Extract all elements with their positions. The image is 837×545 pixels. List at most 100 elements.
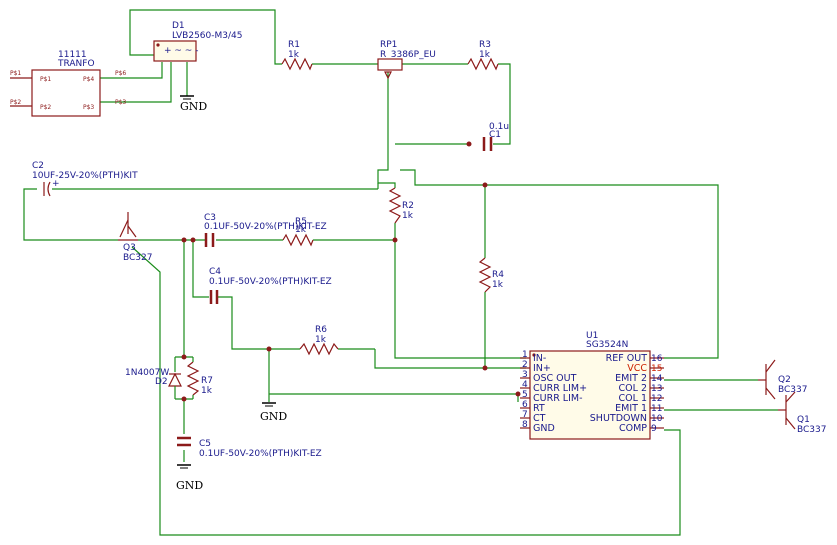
- r6-value: 1k: [315, 335, 327, 345]
- d2-ref: D2: [155, 377, 168, 387]
- r3-component: R3 1k: [467, 40, 499, 71]
- c3-ref: C3: [204, 213, 216, 223]
- svg-text:P$4: P$4: [83, 76, 94, 83]
- r2-component: R2 1k: [388, 187, 414, 224]
- u1-pin-num-13: 13: [651, 384, 662, 394]
- u1-pin-num-3: 3: [522, 370, 528, 380]
- r1-ref: R1: [288, 40, 300, 50]
- r4-value: 1k: [492, 280, 504, 290]
- u1-pin-num-5: 5: [522, 390, 528, 400]
- svg-text:P$6: P$6: [115, 70, 126, 77]
- u1-pin-name-10: SHUTDOWN: [590, 413, 647, 424]
- u1-pin-name-16: REF OUT: [606, 353, 648, 364]
- u1-pin-name-9: COMP: [619, 423, 647, 434]
- d1-gnd-label: GND: [180, 100, 207, 113]
- tranfo-component: 11111 TRANFO P$1 P$2 P$1 P$2 P$4 P$3 P$6…: [10, 50, 126, 117]
- c4-value: 0.1UF-50V-20%(PTH)KIT-EZ: [209, 277, 332, 287]
- q1-value: BC337: [797, 425, 826, 435]
- d1-value: LVB2560-M3/45: [172, 31, 242, 41]
- u1-value: SG3524N: [586, 340, 628, 350]
- u1-pin-name-1: IN-: [533, 353, 546, 364]
- d1-ref: D1: [172, 21, 185, 31]
- u1-pin-num-6: 6: [522, 400, 528, 410]
- svg-text:P$2: P$2: [40, 104, 51, 111]
- u1-pin-num-12: 12: [651, 394, 662, 404]
- c1-component: 0.1u C1: [482, 122, 509, 151]
- c4-component: C4 0.1UF-50V-20%(PTH)KIT-EZ: [209, 267, 332, 304]
- q3-component: Q3 BC327: [118, 212, 152, 263]
- c5-component: C5 0.1UF-50V-20%(PTH)KIT-EZ GND: [176, 436, 322, 492]
- u1-pin-num-11: 11: [651, 404, 662, 414]
- u1-pin-num-9: 9: [651, 424, 657, 434]
- q1-ref: Q1: [797, 415, 810, 425]
- tranfo-ref: 11111: [58, 50, 87, 60]
- q2-value: BC337: [778, 385, 807, 395]
- svg-text:P$2: P$2: [10, 99, 21, 106]
- svg-text:P$3: P$3: [115, 99, 126, 106]
- u1-pin-name-13: COL 2: [619, 383, 647, 394]
- c5-ref: C5: [199, 439, 211, 449]
- u1-pin-name-5: CURR LIM-: [533, 393, 583, 404]
- c2-value: 10UF-25V-20%(PTH)KIT: [32, 171, 138, 181]
- r1-value: 1k: [288, 50, 300, 60]
- tranfo-value: TRANFO: [57, 59, 95, 69]
- r5-value: 1k: [295, 225, 307, 235]
- rp1-value: R_3386P_EU: [380, 50, 436, 60]
- d2-value: 1N4007W: [125, 368, 169, 378]
- rp1-component: RP1 R_3386P_EU: [377, 40, 436, 80]
- r5-ref: R5: [295, 217, 307, 227]
- c4-ref: C4: [209, 267, 221, 277]
- r3-value: 1k: [479, 50, 491, 60]
- u1-pin-num-2: 2: [522, 360, 528, 370]
- q3-ref: Q3: [123, 243, 136, 253]
- svg-text:P$1: P$1: [40, 76, 51, 83]
- u1-pin-name-4: CURR LIM+: [533, 383, 587, 394]
- u1-pin-name-15: VCC: [627, 363, 647, 374]
- rp1-ref: RP1: [380, 40, 397, 50]
- r4-component: R4 1k: [478, 257, 504, 293]
- svg-text:+ ~ ~ -: + ~ ~ -: [164, 46, 198, 56]
- u1-ref: U1: [586, 331, 598, 341]
- u1-pin-num-14: 14: [651, 374, 663, 384]
- u1-pin-name-3: OSC OUT: [533, 373, 577, 384]
- u1-pin-name-2: IN+: [533, 363, 551, 374]
- u1-body: [529, 350, 651, 440]
- r4-ref: R4: [492, 270, 504, 280]
- q2-ref: Q2: [778, 375, 791, 385]
- r3-ref: R3: [479, 40, 491, 50]
- r2-value: 1k: [402, 211, 414, 221]
- gnd-label-2: GND: [260, 410, 287, 423]
- u1-pin-num-16: 16: [651, 354, 663, 364]
- c3-value: 0.1UF-50V-20%(PTH)KIT-EZ: [204, 222, 327, 232]
- r1-component: R1 1k: [281, 40, 313, 71]
- d1-body: [153, 40, 197, 62]
- c5-value: 0.1UF-50V-20%(PTH)KIT-EZ: [199, 449, 322, 459]
- u1-pin-num-1: 1: [522, 350, 528, 360]
- u1-pin-num-4: 4: [522, 380, 528, 390]
- r6-component: R6 1k: [299, 325, 339, 356]
- q1-component: Q1 BC337: [778, 391, 826, 435]
- u1-component: U1 SG3524N 1 IN- 2 IN+ 3 OSC OUT 4 CURR LIM+ 5 CU…: [520, 331, 664, 440]
- r7-value: 1k: [201, 386, 213, 396]
- u1-pin-num-10: 10: [651, 414, 663, 424]
- d2-component: 1N4007W D2: [125, 357, 182, 399]
- u1-pin-num-7: 7: [522, 410, 528, 420]
- q2-component: Q2 BC337: [758, 359, 807, 400]
- u1-pin-name-14: EMIT 2: [615, 373, 647, 384]
- gnd-symbol-2: GND: [260, 402, 287, 423]
- c3-component: C3 0.1UF-50V-20%(PTH)KIT-EZ: [204, 213, 327, 247]
- r2-ref: R2: [402, 201, 414, 211]
- u1-pin-name-8: GND: [533, 423, 555, 434]
- r7-component: R7 1k: [186, 357, 213, 399]
- u1-pin-name-11: EMIT 1: [615, 403, 647, 414]
- r6-ref: R6: [315, 325, 327, 335]
- c1-value: 0.1u: [489, 122, 509, 132]
- svg-text:P$1: P$1: [10, 70, 21, 77]
- u1-pin-name-12: COL 1: [619, 393, 647, 404]
- junction-dots: [181, 141, 521, 402]
- c2-component: C2 10UF-25V-20%(PTH)KIT +: [32, 161, 138, 197]
- d1-component: D1 LVB2560-M3/45 + ~ ~ - GND: [153, 21, 242, 113]
- wires: [23, 9, 778, 536]
